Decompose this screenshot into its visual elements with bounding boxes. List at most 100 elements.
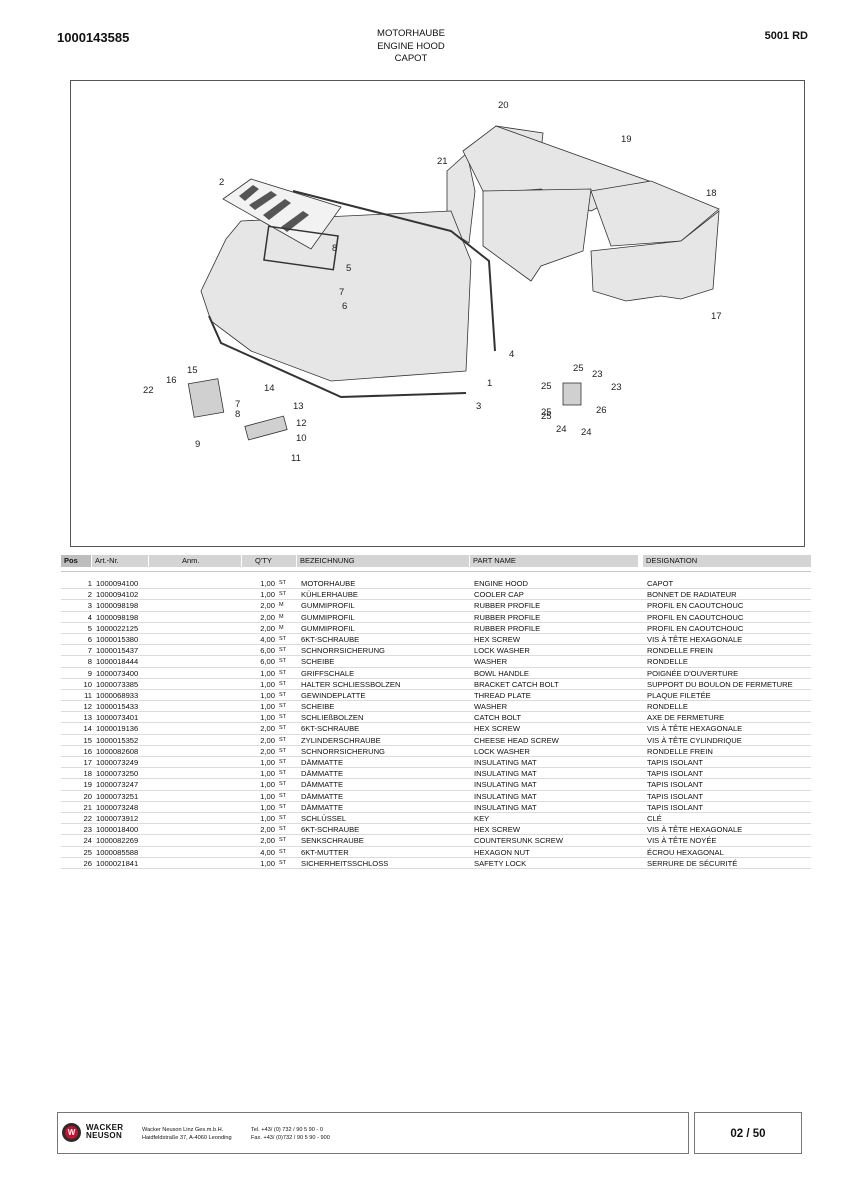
callout-label: 21 bbox=[437, 156, 448, 167]
cell-unit: M bbox=[279, 624, 284, 631]
cell-french: TAPIS ISOLANT bbox=[647, 758, 703, 767]
callout-label: 23 bbox=[592, 369, 603, 380]
cell-english: INSULATING MAT bbox=[474, 769, 537, 779]
catch-bracket bbox=[244, 415, 288, 441]
cell-german: DÄMMATTE bbox=[301, 780, 344, 790]
cell-article-number: 1000022125 bbox=[96, 623, 139, 633]
col-remark: Anm. bbox=[149, 555, 241, 567]
safety-lock bbox=[562, 382, 582, 406]
cell-quantity: 1,00 bbox=[260, 780, 275, 790]
cell-quantity: 1,00 bbox=[260, 690, 275, 700]
cell-french: PROFIL EN CAOUTCHOUC bbox=[647, 601, 744, 611]
callout-label: 25 bbox=[541, 381, 552, 392]
callout-label: 25 bbox=[573, 363, 584, 374]
cell-article-number: 1000073251 bbox=[96, 791, 139, 801]
callout-label: 15 bbox=[187, 365, 198, 376]
cell-german: KÜHLERHAUBE bbox=[301, 590, 358, 600]
callout-label: 7 bbox=[339, 287, 344, 298]
cell-german: SCHLÜSSEL bbox=[301, 813, 347, 823]
cell-english: KEY bbox=[474, 813, 490, 823]
cell-unit: ST bbox=[279, 759, 287, 765]
cell-article-number: 1000021841 bbox=[96, 858, 139, 868]
col-german: BEZEICHNUNG bbox=[297, 555, 469, 567]
grille-slot-2 bbox=[249, 191, 277, 210]
cell-english: RUBBER PROFILE bbox=[474, 601, 541, 611]
cell-article-number: 1000073248 bbox=[96, 802, 139, 812]
col-quantity: Q'TY bbox=[242, 555, 296, 567]
cell-article-number: 1000094100 bbox=[96, 579, 139, 588]
cell-english: CHEESE HEAD SCREW bbox=[474, 735, 559, 745]
callout-label: 8 bbox=[332, 243, 337, 254]
cell-german: SCHLIEßBOLZEN bbox=[301, 713, 364, 723]
cell-french: RONDELLE FREIN bbox=[647, 646, 713, 656]
footer: W WACKER NEUSON Wacker Neuson Linz Ges.m… bbox=[57, 1112, 689, 1154]
cell-quantity: 1,00 bbox=[260, 769, 275, 779]
callout-label: 17 bbox=[711, 311, 722, 322]
callout-label: 26 bbox=[596, 405, 607, 416]
cell-article-number: 1000073249 bbox=[96, 758, 139, 767]
callout-label: 19 bbox=[621, 134, 632, 145]
cell-article-number: 1000018444 bbox=[96, 657, 139, 667]
cell-german: SENKSCHRAUBE bbox=[301, 836, 364, 846]
cell-french: BONNET DE RADIATEUR bbox=[647, 590, 737, 600]
cell-french: RONDELLE bbox=[647, 702, 688, 712]
cell-unit: ST bbox=[279, 736, 287, 743]
cell-article-number: 1000073247 bbox=[96, 780, 139, 790]
cell-german: 6KT-SCHRAUBE bbox=[301, 724, 360, 734]
cell-pos: 15 bbox=[83, 735, 92, 745]
cell-english: INSULATING MAT bbox=[474, 791, 537, 801]
callout-label: 7 bbox=[235, 399, 240, 410]
cell-unit: ST bbox=[279, 781, 287, 788]
cell-article-number: 1000018400 bbox=[96, 825, 139, 835]
col-pos: Pos bbox=[61, 555, 91, 567]
cell-unit: ST bbox=[279, 803, 287, 810]
cell-quantity: 1,00 bbox=[260, 858, 275, 868]
logo-mark: W bbox=[65, 1126, 78, 1139]
page-title: MOTORHAUBE ENGINE HOOD CAPOT bbox=[340, 28, 482, 66]
callout-label: 5 bbox=[346, 263, 351, 274]
cell-quantity: 1,00 bbox=[260, 590, 275, 600]
cell-quantity: 2,00 bbox=[260, 623, 275, 633]
cell-quantity: 6,00 bbox=[260, 646, 275, 656]
grille-slot-3 bbox=[263, 199, 291, 220]
cell-pos: 7 bbox=[87, 646, 92, 656]
cell-english: RUBBER PROFILE bbox=[474, 623, 541, 633]
cell-article-number: 1000082269 bbox=[96, 836, 139, 846]
cell-german: DÄMMATTE bbox=[301, 758, 344, 767]
callout-label: 22 bbox=[143, 385, 154, 396]
cell-unit: ST bbox=[279, 703, 287, 710]
cell-english: INSULATING MAT bbox=[474, 802, 537, 812]
col-french: DESIGNATION bbox=[643, 555, 811, 567]
parts-table-header: Pos Art.-Nr. Anm. Q'TY BEZEICHNUNG PART … bbox=[61, 555, 811, 567]
cell-article-number: 1000094102 bbox=[96, 590, 139, 600]
cell-pos: 17 bbox=[83, 758, 92, 767]
cell-article-number: 1000068933 bbox=[96, 690, 139, 700]
cell-article-number: 1000073385 bbox=[96, 679, 139, 689]
cell-french: SUPPORT DU BOULON DE FERMETURE bbox=[647, 679, 793, 689]
cell-pos: 2 bbox=[87, 590, 92, 600]
title-french: CAPOT bbox=[394, 53, 428, 64]
callout-label: 8 bbox=[235, 409, 240, 420]
company-name: Wacker Neuson Linz Ges.m.b.H. bbox=[142, 1127, 224, 1133]
cell-quantity: 1,00 bbox=[260, 713, 275, 723]
cell-pos: 8 bbox=[87, 657, 92, 667]
engine-hood-body bbox=[200, 210, 472, 382]
cell-german: HALTER SCHLIESSBOLZEN bbox=[301, 679, 401, 689]
cell-article-number: 1000098198 bbox=[96, 601, 139, 611]
cell-german: DÄMMATTE bbox=[301, 769, 344, 779]
callout-label: 18 bbox=[706, 188, 717, 199]
cell-english: BOWL HANDLE bbox=[474, 668, 529, 678]
callout-label: 20 bbox=[498, 100, 509, 111]
cell-unit: M bbox=[279, 613, 284, 620]
